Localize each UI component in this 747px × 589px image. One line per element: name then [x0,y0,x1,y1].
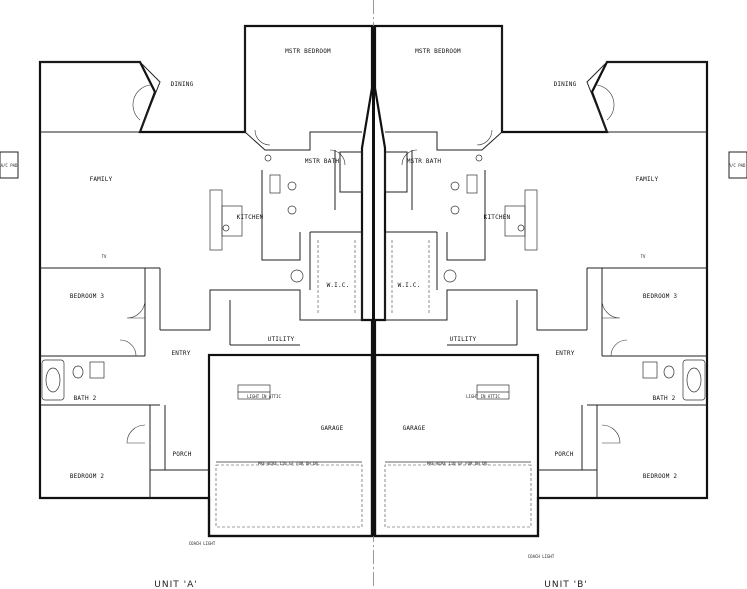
room-label-utility: UTILITY [450,336,477,343]
room-label-master-bedroom: MSTR BEDROOM [285,48,331,55]
room-label-bedroom-3: BEDROOM 3 [70,293,104,300]
note-coach-light: COACH LIGHT [528,554,555,559]
room-label-utility: UTILITY [268,336,295,343]
note-ac-pad: A/C PAD [1,163,18,168]
room-label-entry: ENTRY [555,350,574,357]
room-label-master-bedroom: MSTR BEDROOM [415,48,461,55]
room-label-porch: PORCH [554,451,573,458]
unit-a [0,24,374,538]
room-label-family: FAMILY [90,176,113,183]
room-label-master-bath: MSTR BATH [305,158,339,165]
room-label-bedroom-2: BEDROOM 2 [643,473,677,480]
room-label-wic: W.I.C. [398,282,421,289]
room-label-garage: GARAGE [403,425,426,432]
room-label-bedroom-2: BEDROOM 2 [70,473,104,480]
note-light-in-attic: LIGHT IN ATTIC [466,394,500,399]
room-label-dining: DINING [554,81,577,88]
note-tv: TV [641,254,646,259]
room-label-master-bath: MSTR BATH [407,158,441,165]
note-tv: TV [102,254,107,259]
room-label-kitchen: KITCHEN [237,214,264,221]
unit-b [373,24,747,538]
note-light-in-attic: LIGHT IN ATTIC [247,394,281,399]
note-ac-pad: A/C PAD [729,163,746,168]
room-label-family: FAMILY [636,176,659,183]
room-label-dining: DINING [171,81,194,88]
unit-a-labels: MSTR BEDROOM DINING FAMILY MSTR BATH KIT… [1,48,350,589]
room-label-bath-2: BATH 2 [74,395,97,402]
room-label-bath-2: BATH 2 [653,395,676,402]
unit-a-label: UNIT 'A' [154,580,197,589]
room-label-kitchen: KITCHEN [484,214,511,221]
note-prewire: PRE-WIRE 110 GF FOR OH DR. [427,461,490,466]
room-label-garage: GARAGE [321,425,344,432]
unit-b-label: UNIT 'B' [544,580,587,589]
room-label-entry: ENTRY [171,350,190,357]
room-label-porch: PORCH [172,451,191,458]
unit-b-labels: MSTR BEDROOM DINING FAMILY MSTR BATH KIT… [398,48,746,589]
note-coach-light: COACH LIGHT [189,541,216,546]
note-prewire: PRE-WIRE 110 GF FOR OH DR. [258,461,321,466]
room-label-bedroom-3: BEDROOM 3 [643,293,677,300]
room-label-wic: W.I.C. [327,282,350,289]
